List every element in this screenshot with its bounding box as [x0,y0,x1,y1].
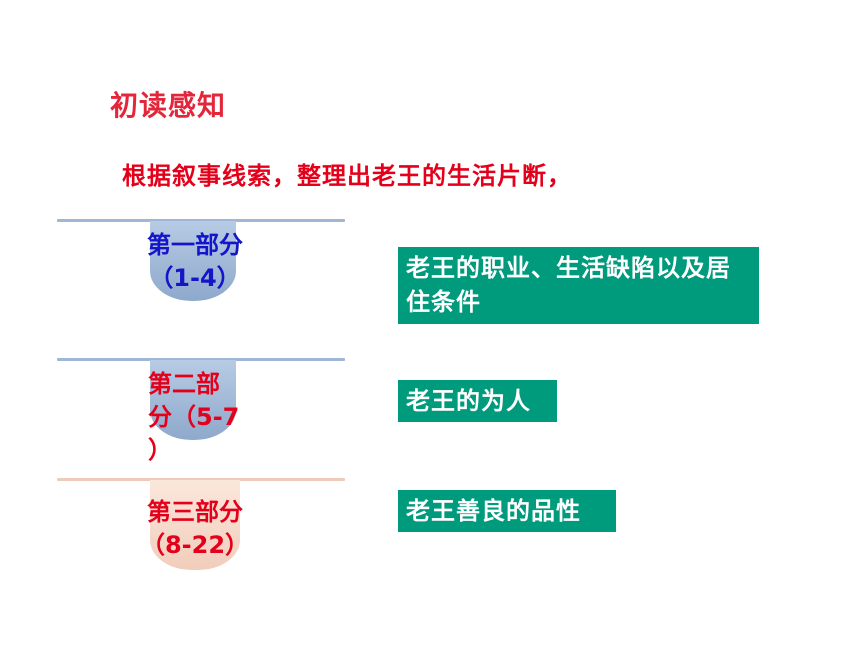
part-3-range: （8-22） [140,531,250,559]
part-3-tab [150,480,240,570]
part-2-title-line2: 分（5-7 [148,403,240,431]
part-2-tab [150,360,236,440]
part-2-label: 第二部 分（5-7 ） [148,368,260,467]
part-2-title-line1: 第二部 [148,370,220,398]
part-2-summary: 老王的为人 [398,380,557,422]
instruction-text: 根据叙事线索，整理出老王的生活片断， [122,162,572,190]
part-1-range: （1-4） [149,264,241,292]
part-2-divider [57,358,345,361]
part-1-tab [150,221,236,301]
part-1-divider [57,219,345,222]
part-2-title-line3: ） [148,436,172,464]
part-1-title: 第一部分 [147,231,243,259]
part-3-summary: 老王善良的品性 [398,490,616,532]
part-3-label: 第三部分 （8-22） [125,496,265,562]
slide-heading: 初读感知 [110,89,227,122]
part-3-divider [57,478,345,481]
part-1-summary: 老王的职业、生活缺陷以及居住条件 [398,247,759,324]
part-3-title: 第三部分 [147,498,243,526]
part-1-label: 第一部分 （1-4） [130,229,260,295]
